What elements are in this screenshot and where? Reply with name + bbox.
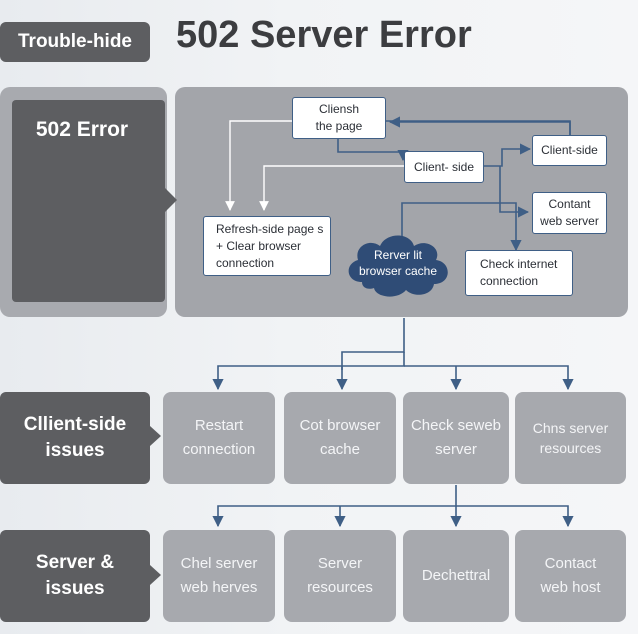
side-label-pointer xyxy=(165,188,177,212)
side-label: 502 Error xyxy=(35,118,129,141)
row-label-client-side: Cllient-side issues xyxy=(0,392,150,484)
header-tag: Trouble-hide xyxy=(0,22,150,62)
card-chns-server-resources: Chns server resources xyxy=(515,392,626,484)
card-server-resources: Server resources xyxy=(284,530,396,622)
node-client-side-mid: Client- side xyxy=(404,151,484,183)
card-check-seweb-server: Check seweb server xyxy=(403,392,509,484)
card-dechettral: Dechettral xyxy=(403,530,509,622)
card-chel-server-web-herves: Chel server web herves xyxy=(163,530,275,622)
row-2-pointer xyxy=(150,565,161,585)
node-cliensh-page: Cliensh the page xyxy=(292,97,386,139)
node-contant-web-server: Contant web server xyxy=(532,192,607,234)
row-1-pointer xyxy=(150,426,161,446)
card-cot-browser-cache: Cot browser cache xyxy=(284,392,396,484)
node-client-side-right: Client-side xyxy=(532,135,607,166)
card-restart-connection: Restart connection xyxy=(163,392,275,484)
card-contact-web-host: Contact web host xyxy=(515,530,626,622)
page-title: 502 Server Error xyxy=(176,14,472,56)
cloud-label: Rerver lit browser cache xyxy=(358,248,438,278)
row-label-server-issues: Server & issues xyxy=(0,530,150,622)
node-refresh-side: Refresh-side page s + Clear browser conn… xyxy=(203,216,331,276)
side-label-box xyxy=(12,100,165,302)
cloud-shape xyxy=(348,235,448,297)
node-check-internet: Check internet connection xyxy=(465,250,573,296)
